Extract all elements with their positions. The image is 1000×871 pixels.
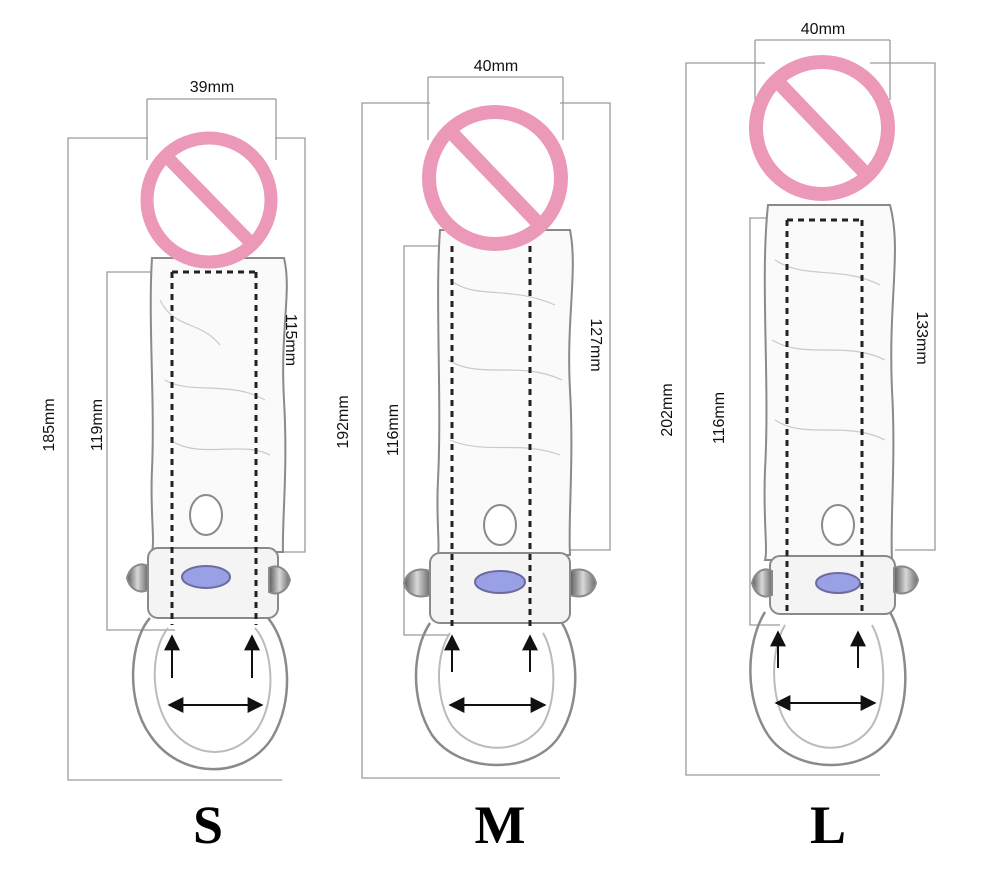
side-length-label: 115mm bbox=[282, 314, 299, 366]
vibrator-left-icon bbox=[125, 563, 149, 593]
inner-channel bbox=[450, 246, 532, 630]
inner-length-label: 116mm bbox=[711, 392, 728, 444]
side-length-label: 133mm bbox=[913, 311, 930, 364]
sleeve-outline bbox=[125, 257, 292, 771]
product-s: 39mm 185mm 119mm 115mm S bbox=[41, 79, 306, 855]
inner-channel bbox=[170, 270, 258, 625]
size-label: S bbox=[193, 795, 223, 855]
prohibited-sign-icon bbox=[422, 105, 568, 251]
width-arrows bbox=[444, 634, 547, 713]
inner-length-label: 116mm bbox=[385, 404, 402, 456]
button-icon bbox=[181, 565, 231, 589]
top-width-label: 39mm bbox=[190, 79, 234, 96]
button-icon bbox=[474, 570, 526, 594]
vibrator-left-icon bbox=[402, 568, 431, 598]
prohibited-sign-icon bbox=[749, 55, 895, 201]
total-length-label: 202mm bbox=[659, 383, 676, 436]
width-arrows bbox=[770, 630, 877, 711]
size-label: M bbox=[475, 795, 526, 855]
top-width-label: 40mm bbox=[801, 21, 845, 38]
width-arrows bbox=[164, 634, 264, 713]
product-l: 40mm 202mm 116mm 133mm L bbox=[659, 21, 936, 855]
inner-length-label: 119mm bbox=[89, 399, 106, 451]
button-icon bbox=[815, 572, 861, 594]
dimension-lines bbox=[361, 76, 611, 779]
side-length-label: 127mm bbox=[587, 318, 604, 371]
sleeve-outline bbox=[749, 204, 920, 767]
top-width-label: 40mm bbox=[474, 58, 518, 75]
sleeve-outline bbox=[402, 229, 598, 767]
prohibited-sign-icon bbox=[140, 131, 278, 269]
total-length-label: 185mm bbox=[41, 398, 58, 451]
inner-channel bbox=[785, 218, 864, 615]
dimension-lines bbox=[67, 98, 306, 781]
product-m: 40mm 192mm 116mm 127mm M bbox=[335, 58, 611, 855]
vibrator-right-icon bbox=[893, 565, 920, 595]
size-label: L bbox=[810, 795, 846, 855]
total-length-label: 192mm bbox=[335, 395, 352, 448]
vibrator-left-icon bbox=[750, 568, 773, 598]
vibrator-right-icon bbox=[569, 568, 598, 598]
vibrator-right-icon bbox=[268, 565, 292, 595]
